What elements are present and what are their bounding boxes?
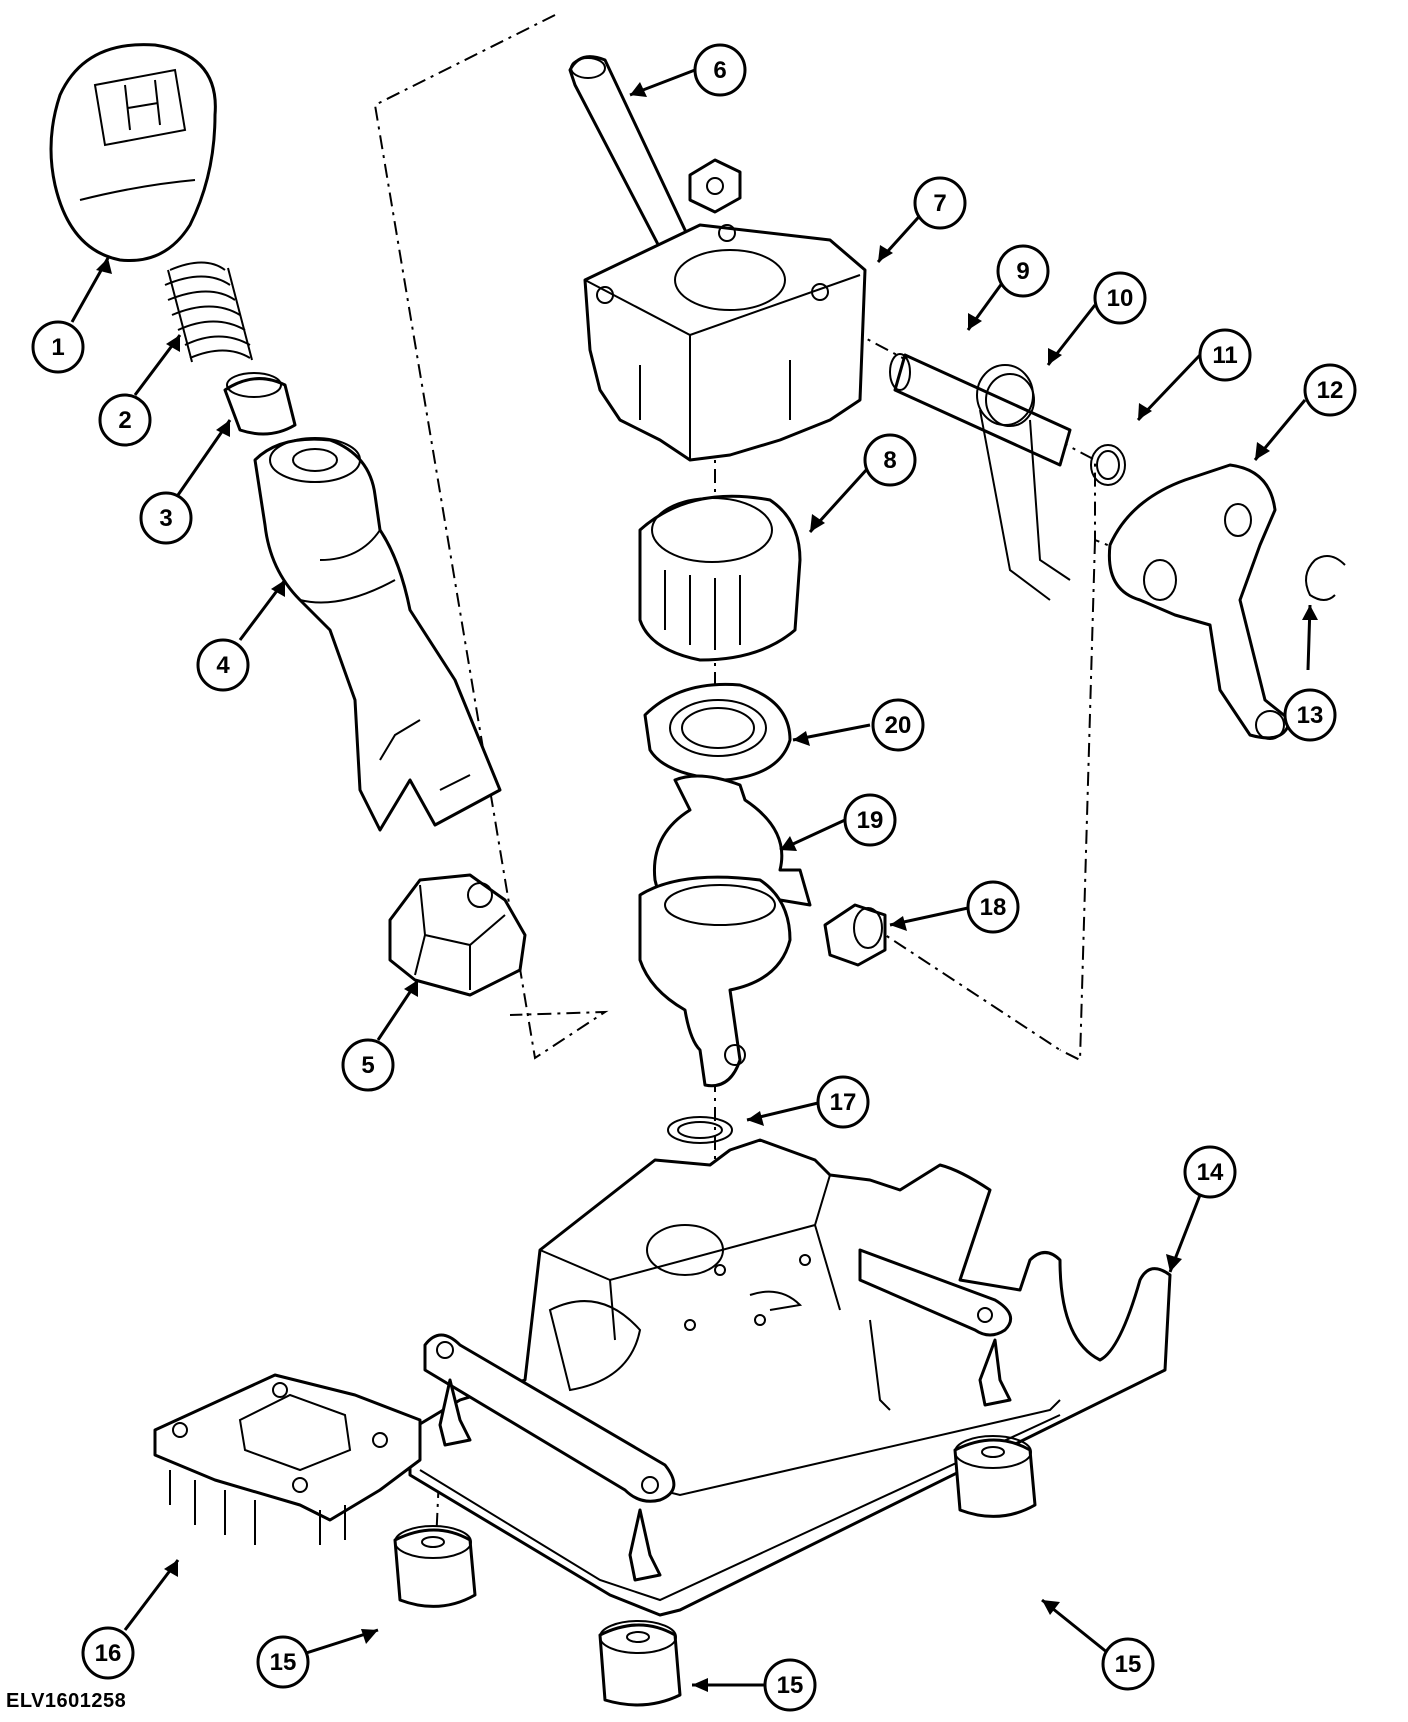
bell-crank (1107, 463, 1292, 740)
callout-19: 19 (843, 793, 897, 847)
callout-12-label: 12 (1317, 377, 1344, 404)
callout-7-label: 7 (933, 190, 946, 217)
ball-joint (638, 774, 812, 1088)
callout-14: 14 (1183, 1145, 1237, 1199)
base-plate (408, 1138, 1172, 1617)
callout-8-label: 8 (883, 447, 896, 474)
callout-18-label: 18 (980, 894, 1007, 921)
callout-9-label: 9 (1016, 258, 1029, 285)
retaining-clip (1305, 555, 1346, 601)
callout-8: 8 (863, 433, 917, 487)
callout-17: 17 (816, 1075, 870, 1129)
callout-15-label: 15 (777, 1672, 804, 1699)
pivot-pin (889, 353, 1072, 467)
callout-10: 10 (1093, 271, 1147, 325)
callout-15-bottom: 15 (763, 1658, 817, 1712)
callout-5-label: 5 (361, 1052, 374, 1079)
callout-2-label: 2 (118, 407, 131, 434)
callout-3-label: 3 (159, 505, 172, 532)
lever-tube (253, 437, 502, 832)
rubber-mount (598, 1620, 682, 1707)
callout-15-left: 15 (256, 1635, 310, 1689)
callout-20-label: 20 (885, 712, 912, 739)
torsion-spring (976, 364, 1071, 601)
callout-5: 5 (341, 1038, 395, 1092)
callout-4: 4 (196, 638, 250, 692)
hex-nut (688, 158, 742, 214)
callout-19-label: 19 (857, 807, 884, 834)
spring (164, 261, 253, 363)
housing (583, 223, 867, 462)
callout-16-label: 16 (95, 1640, 122, 1667)
callout-6-label: 6 (713, 57, 726, 84)
callout-11: 11 (1198, 328, 1252, 382)
gate-plate (153, 1373, 422, 1545)
rubber-mount (393, 1525, 477, 1608)
callout-11-label: 11 (1212, 342, 1237, 369)
callout-20: 20 (871, 698, 925, 752)
lock-block (388, 873, 527, 997)
callout-12: 12 (1303, 363, 1357, 417)
callout-7: 7 (913, 176, 967, 230)
ring-nut (638, 494, 802, 662)
callout-14-label: 14 (1197, 1159, 1224, 1186)
callout-3: 3 (139, 491, 193, 545)
o-ring-small (1090, 444, 1126, 486)
callout-13: 13 (1283, 688, 1337, 742)
o-ring (667, 1116, 733, 1144)
callout-10-label: 10 (1107, 285, 1134, 312)
leader-arrows (70, 68, 1318, 1692)
callout-2: 2 (98, 393, 152, 447)
callout-16: 16 (81, 1626, 135, 1680)
bushing (223, 372, 297, 436)
callout-15-label: 15 (1115, 1651, 1142, 1678)
callout-15-label: 15 (270, 1649, 297, 1676)
callout-1: 1 (31, 320, 85, 374)
gear-knob (49, 43, 217, 263)
figure-code: ELV1601258 (6, 1690, 127, 1712)
rubber-mount (953, 1435, 1037, 1518)
callout-9: 9 (996, 244, 1050, 298)
callout-1-label: 1 (51, 334, 64, 361)
callout-15-right: 15 (1101, 1637, 1155, 1691)
callout-17-label: 17 (830, 1089, 857, 1116)
callout-18: 18 (966, 880, 1020, 934)
cap (823, 903, 887, 967)
callout-13-label: 13 (1297, 702, 1324, 729)
bearing-ring (643, 682, 792, 782)
callout-4-label: 4 (216, 652, 230, 679)
callout-6: 6 (693, 43, 747, 97)
